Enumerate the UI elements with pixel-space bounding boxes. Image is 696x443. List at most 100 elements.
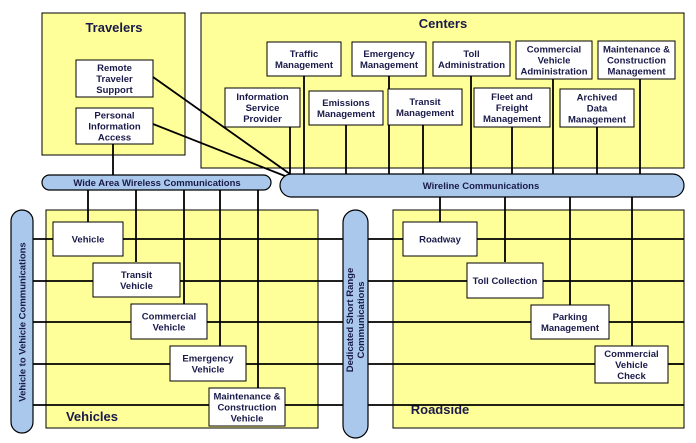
remote-traveler-support-box-label-line: Remote: [97, 63, 132, 74]
wireline-bus: [279, 173, 685, 198]
connector-lines: [33, 60, 684, 406]
transit-management-box-label-line: Management: [396, 108, 455, 119]
commercial-vehicle-check-box-label-line: Check: [617, 371, 646, 382]
fleet-freight-management-box-label-line: Freight: [496, 103, 529, 114]
toll-administration-box-label-line: Administration: [438, 60, 505, 71]
vehicles-label: Vehicles: [66, 409, 118, 424]
vehicle-box-label-line: Vehicle: [72, 235, 105, 246]
toll-administration-box-rect: [432, 41, 511, 77]
dsrc-bus: [342, 209, 369, 439]
element-boxes: RemoteTravelerSupportPersonalInformation…: [52, 40, 676, 427]
transit-vehicle-box-label-line: Transit: [121, 270, 153, 281]
archived-data-management-box-rect: [559, 88, 635, 128]
toll-collection-box: Toll Collection: [466, 262, 544, 299]
parking-management-box-label-line: Parking: [553, 312, 588, 323]
information-service-provider-box-rect: [224, 87, 301, 128]
remote-traveler-support-box-label-line: Traveler: [96, 74, 133, 85]
line-pia-wireline: [152, 123, 286, 177]
toll-collection-box-rect: [466, 262, 544, 299]
personal-information-access-box-rect: [75, 107, 154, 145]
personal-information-access-box-label-line: Personal: [94, 111, 134, 122]
remote-traveler-support-box-label-line: Support: [96, 85, 133, 96]
maintenance-construction-management-box-rect: [597, 40, 676, 80]
toll-administration-box-label-line: Toll: [463, 49, 479, 60]
emergency-vehicle-box-label-line: Emergency: [182, 354, 234, 365]
vehicle-to-vehicle-bus: [10, 209, 34, 434]
commercial-vehicle-administration-box-label-line: Vehicle: [538, 56, 571, 67]
commercial-vehicle-check-box-label-line: Vehicle: [615, 360, 648, 371]
roadway-box-label-line: Roadway: [419, 235, 461, 246]
maintenance-construction-vehicle-box-label-line: Maintenance &: [213, 392, 280, 403]
dsrc-label-line-2: Communications: [356, 281, 367, 358]
commercial-vehicle-box-label-line: Vehicle: [153, 323, 186, 334]
fleet-freight-management-box-label-line: Management: [483, 114, 542, 125]
centers-label: Centers: [419, 16, 467, 31]
line-rts-wireline: [152, 76, 291, 175]
maintenance-construction-vehicle-box-rect: [208, 387, 286, 427]
travelers-label: Travelers: [85, 20, 142, 35]
maintenance-construction-management-box-label-line: Management: [607, 67, 666, 78]
transit-vehicle-box-rect: [92, 262, 181, 298]
information-service-provider-box-label-line: Service: [246, 103, 280, 114]
traffic-management-box-label-line: Traffic: [290, 49, 319, 60]
traffic-management-box-rect: [266, 41, 342, 77]
wide-area-wireless-bus: [41, 174, 272, 191]
transit-management-box-rect: [387, 88, 463, 126]
emergency-vehicle-box-label-line: Vehicle: [192, 365, 225, 376]
commercial-vehicle-administration-box-label-line: Commercial: [527, 45, 581, 56]
roadway-box: Roadway: [402, 221, 478, 257]
commercial-vehicle-check-box-rect: [594, 345, 669, 384]
roadway-box-rect: [402, 221, 478, 257]
commercial-vehicle-box-rect: [130, 303, 208, 340]
emissions-management-box-label-line: Emissions: [322, 98, 370, 109]
wireline-label: Wireline Communications: [423, 181, 540, 192]
parking-management-box-rect: [530, 304, 610, 340]
maintenance-construction-vehicle-box-label-line: Vehicle: [231, 414, 264, 425]
commercial-vehicle-box-label-line: Commercial: [142, 312, 196, 323]
archived-data-management-box-label-line: Archived: [577, 93, 618, 104]
parking-management-box-label-line: Management: [541, 323, 600, 334]
personal-information-access-box-label-line: Access: [98, 133, 131, 144]
archived-data-management-box-label-line: Management: [568, 115, 627, 126]
emissions-management-box-rect: [308, 90, 384, 126]
commercial-vehicle-check-box-label-line: Commercial: [604, 349, 658, 360]
dsrc-label-line-1: Dedicated Short Range: [345, 268, 356, 373]
transit-management-box-label-line: Transit: [409, 97, 441, 108]
fleet-freight-management-box-label-line: Fleet and: [491, 92, 533, 103]
vehicle-box-rect: [52, 221, 124, 257]
information-service-provider-box-label-line: Provider: [243, 114, 282, 125]
toll-collection-box-label-line: Toll Collection: [473, 276, 538, 287]
emergency-management-box-label-line: Emergency: [363, 49, 415, 60]
personal-information-access-box-label-line: Information: [88, 122, 140, 133]
emergency-management-box-label-line: Management: [360, 60, 419, 71]
remote-traveler-support-box-rect: [75, 59, 154, 98]
emergency-vehicle-box-rect: [169, 345, 247, 382]
emissions-management-box-label-line: Management: [317, 109, 376, 120]
maintenance-construction-management-box-label-line: Construction: [607, 56, 666, 67]
information-service-provider-box-label-line: Information: [236, 92, 288, 103]
vehicle-box: Vehicle: [52, 221, 124, 257]
maintenance-construction-management-box-label-line: Maintenance &: [603, 45, 670, 56]
commercial-vehicle-administration-box-rect: [515, 40, 593, 80]
traffic-management-box-label-line: Management: [275, 60, 334, 71]
archived-data-management-box-label-line: Data: [587, 104, 608, 115]
transit-vehicle-box-label-line: Vehicle: [120, 281, 153, 292]
